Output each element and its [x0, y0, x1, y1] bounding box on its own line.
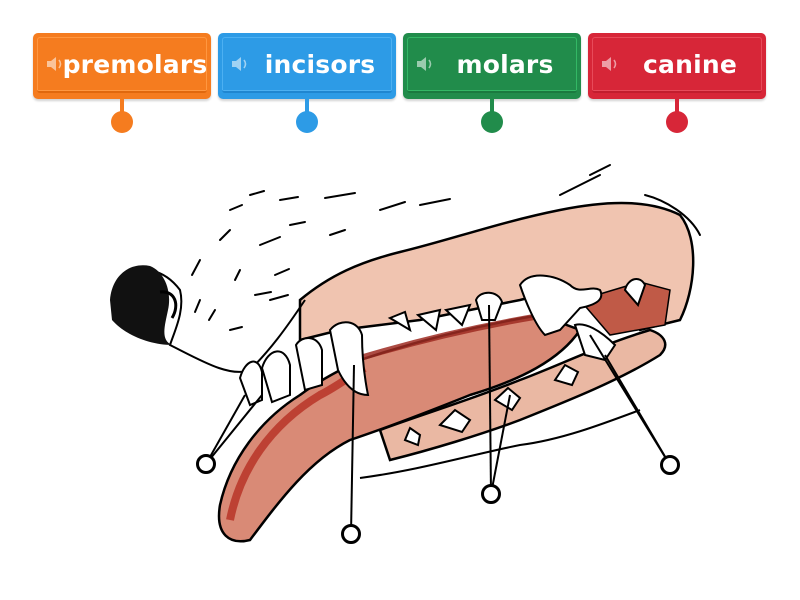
speaker-icon[interactable] [601, 57, 619, 71]
label-premolars-button[interactable]: premolars [33, 33, 211, 99]
label-incisors-face: incisors [222, 37, 392, 93]
label-canine-button[interactable]: canine [588, 33, 766, 99]
snout [119, 269, 306, 373]
hotspot-front-teeth[interactable] [196, 454, 216, 474]
speaker-icon[interactable] [46, 57, 64, 71]
molars-pin-dot[interactable] [481, 111, 503, 133]
hotspot-middle-teeth[interactable] [481, 484, 501, 504]
molars-pin-stem [490, 99, 494, 115]
fur-strokes [191, 164, 701, 331]
hotspot-back-teeth[interactable] [660, 455, 680, 475]
label-canine-face: canine [592, 37, 762, 93]
canine-pin-stem [675, 99, 679, 115]
premolars-pin-dot[interactable] [111, 111, 133, 133]
label-canine-text: canine [642, 49, 737, 79]
label-incisors-button[interactable]: incisors [218, 33, 396, 99]
label-premolars-text: premolars [62, 49, 208, 79]
nose [110, 265, 172, 345]
label-incisors-text: incisors [264, 49, 376, 79]
incisors-pin-dot[interactable] [296, 111, 318, 133]
label-premolars-face: premolars [37, 37, 207, 93]
speaker-icon[interactable] [416, 57, 434, 71]
label-molars-face: molars [407, 37, 577, 93]
incisors-pin-stem [305, 99, 309, 115]
premolars-pin-stem [120, 99, 124, 115]
upper-gum [298, 201, 695, 342]
canine-pin-dot[interactable] [666, 111, 688, 133]
hotspot-canine-tooth[interactable] [341, 524, 361, 544]
leader-lines [205, 304, 671, 535]
label-molars-text: molars [456, 49, 554, 79]
speaker-icon[interactable] [231, 57, 249, 71]
label-molars-button[interactable]: molars [403, 33, 581, 99]
